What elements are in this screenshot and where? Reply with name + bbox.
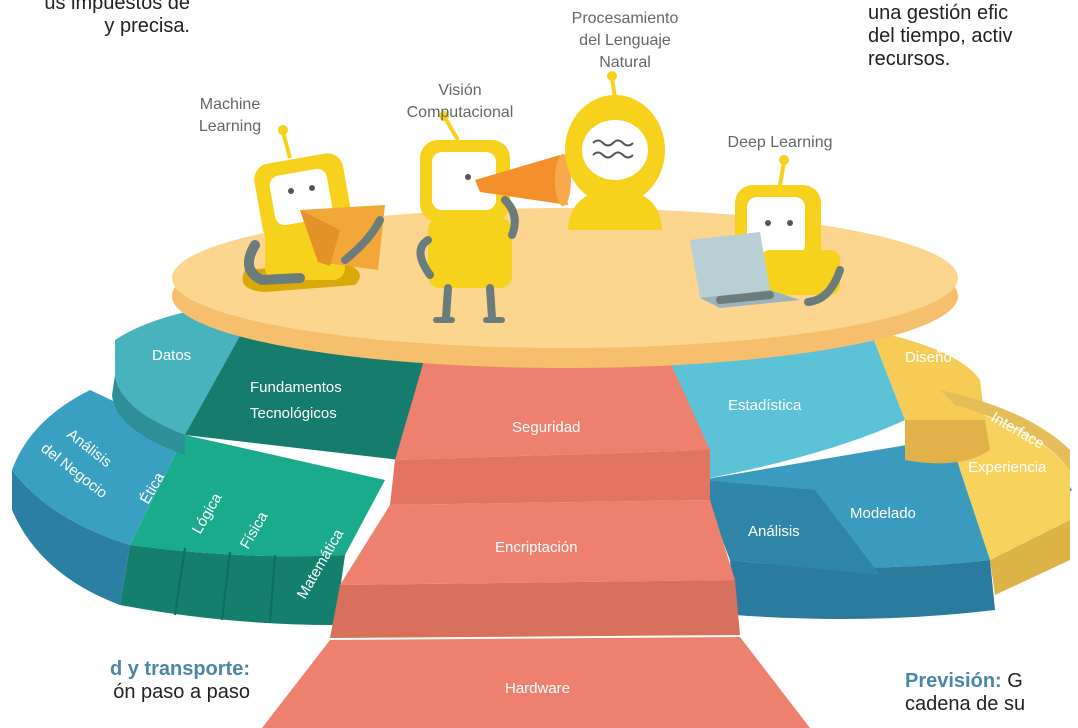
label-diseno: Diseño xyxy=(905,349,952,366)
label-hardware: Hardware xyxy=(505,680,570,697)
seguridad-riser xyxy=(390,450,710,505)
salmon-staircase xyxy=(262,340,810,728)
deep-learning-robot xyxy=(690,155,844,308)
telescope-icon xyxy=(475,155,568,205)
seguridad-step xyxy=(395,340,710,460)
label-estadistica: Estadística xyxy=(728,397,802,414)
green-segments xyxy=(130,435,385,557)
label-encriptacion: Encriptación xyxy=(495,539,578,556)
caption-vision: Visión Computacional xyxy=(406,82,514,121)
analisis-segment xyxy=(700,480,880,575)
corner-text-bottom-left: d y transporte: ón paso a paso xyxy=(0,658,250,704)
caption-nlp: Procesamiento del Lenguaje Natural xyxy=(571,10,679,71)
nlp-robot xyxy=(565,71,665,230)
corner-bottom-left-bold: d y transporte: xyxy=(109,658,250,680)
corner-bottom-right-text: G cadena de su xyxy=(905,670,1026,715)
corner-text-top-left: us impuestos de y precisa. xyxy=(44,0,190,37)
laptop-icon xyxy=(690,232,770,298)
corner-bottom-right-bold: Previsión: xyxy=(905,670,1002,692)
middle-ring xyxy=(112,300,1070,480)
caption-deep-learning: Deep Learning xyxy=(727,134,833,151)
diseno-side xyxy=(905,420,990,464)
corner-text-top-right: una gestión efic del tiempo, activ recur… xyxy=(868,2,1013,70)
label-modelado: Modelado xyxy=(850,505,916,522)
caption-machine-learning: Machine Learning xyxy=(198,96,262,135)
wave-icon xyxy=(592,139,634,147)
datos-segment xyxy=(115,300,260,435)
label-fundamentos-1: Fundamentos xyxy=(250,379,342,396)
encriptacion-step xyxy=(340,500,735,585)
label-datos: Datos xyxy=(152,347,191,364)
label-seguridad: Seguridad xyxy=(512,419,580,436)
datos-side xyxy=(112,375,185,455)
vision-robot xyxy=(416,111,571,323)
label-experiencia: Experiencia xyxy=(968,459,1047,476)
machine-learning-robot xyxy=(242,125,385,292)
experiencia-side xyxy=(990,520,1070,595)
label-fundamentos-2: Tecnológicos xyxy=(250,405,337,422)
label-analisis: Análisis xyxy=(748,523,800,540)
interface-segment xyxy=(940,390,1070,470)
modelado-side xyxy=(730,560,995,619)
corner-bottom-left-text: ón paso a paso xyxy=(113,681,250,703)
corner-text-bottom-right: Previsión: G cadena de su xyxy=(905,670,1078,716)
hardware-step xyxy=(262,637,810,728)
encriptacion-riser xyxy=(330,580,740,638)
analisis-negocio-side xyxy=(12,470,130,605)
